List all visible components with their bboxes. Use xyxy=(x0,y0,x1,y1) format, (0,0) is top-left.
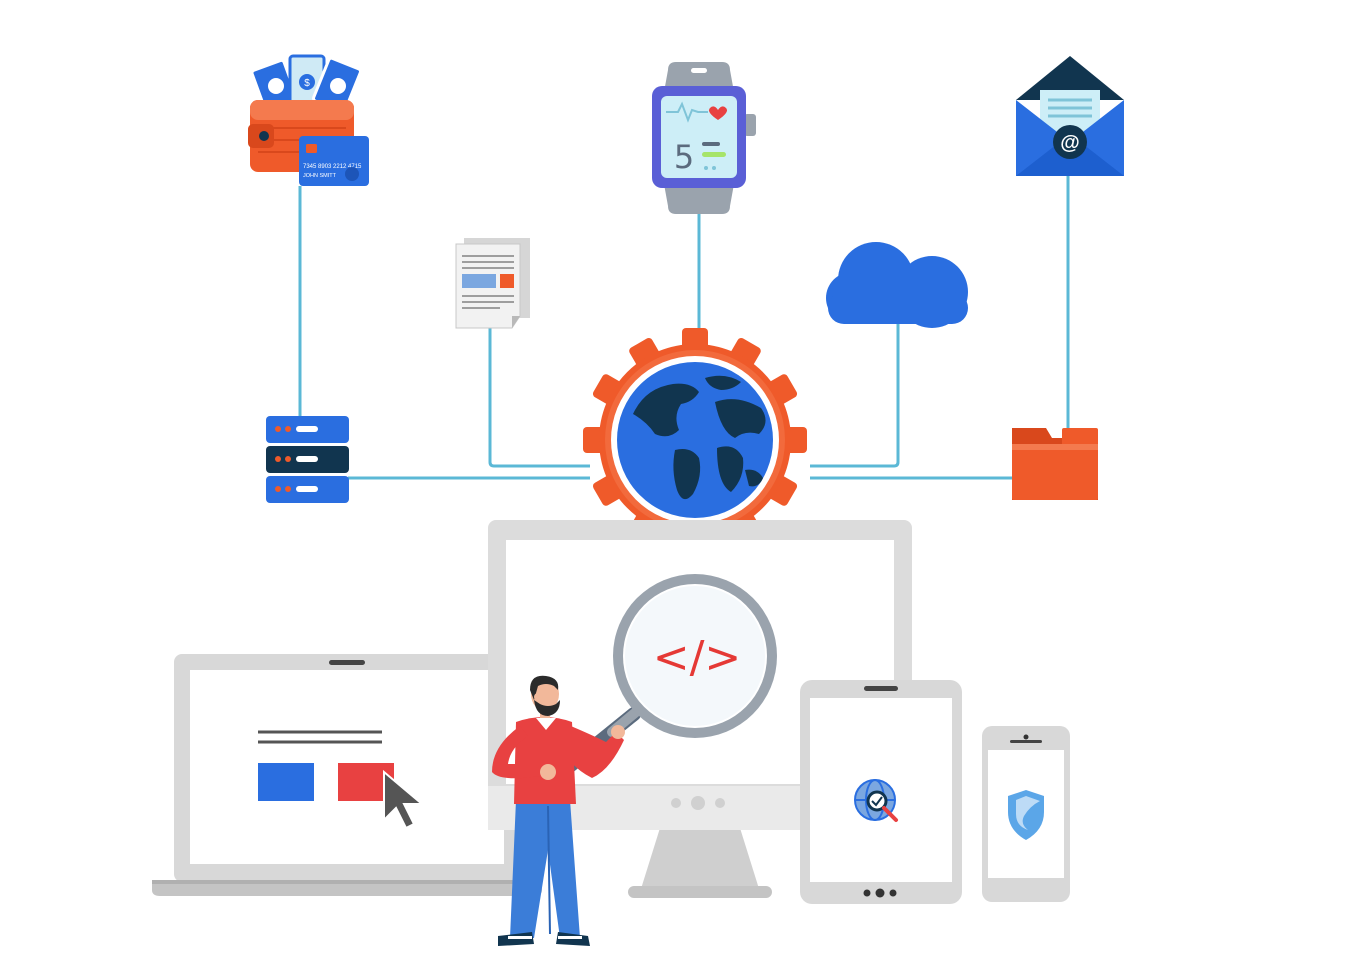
line-cloud-gear xyxy=(810,320,900,468)
cursor-icon xyxy=(383,769,425,830)
server-icon xyxy=(266,416,349,503)
credit-card-icon: 7345 8903 2212 4715 JOHN SMITT xyxy=(299,136,369,186)
card-holder: JOHN SMITT xyxy=(303,173,337,179)
document-icon xyxy=(455,238,530,329)
magnifier-icon: </> xyxy=(533,574,777,797)
smartphone-icon xyxy=(982,726,1070,902)
watch-display-value: 5 xyxy=(674,138,694,176)
wallet-icon: $ 7345 8903 2212 4715 JOHN SMITT xyxy=(248,54,369,186)
line-document-gear xyxy=(488,328,590,468)
tablet-icon xyxy=(800,680,962,904)
globe-search-icon xyxy=(854,779,898,822)
svg-text:$: $ xyxy=(304,78,310,89)
laptop-icon xyxy=(152,654,542,896)
email-envelope-icon: @ xyxy=(1016,56,1124,176)
person-figure xyxy=(492,675,625,946)
blue-block xyxy=(258,763,314,801)
card-number: 7345 8903 2212 4715 xyxy=(303,164,362,170)
cloud-icon xyxy=(826,242,968,328)
connector-lines xyxy=(298,176,1070,480)
email-at-symbol: @ xyxy=(1060,132,1080,154)
folder-icon xyxy=(1012,428,1098,500)
gear-globe-icon xyxy=(583,328,807,543)
smartwatch-icon: 5 xyxy=(652,62,756,214)
code-symbol: </> xyxy=(653,632,742,683)
